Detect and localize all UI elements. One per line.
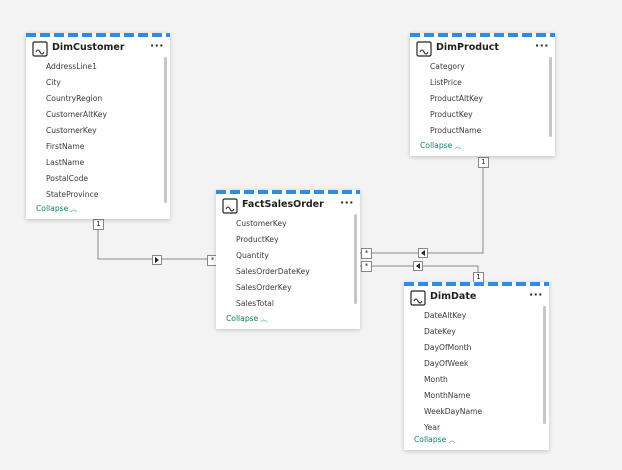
cardinality-many-product: * <box>361 248 372 259</box>
table-card-dimcustomer[interactable]: DimCustomer ··· AddressLine1 City Countr… <box>26 33 170 219</box>
field-item[interactable]: PostalCode <box>46 174 89 183</box>
field-item[interactable]: City <box>46 78 61 87</box>
more-options-icon[interactable]: ··· <box>339 196 354 209</box>
field-item[interactable]: CountryRegion <box>46 94 103 103</box>
more-options-icon[interactable]: ··· <box>149 39 164 52</box>
field-item[interactable]: Year <box>424 423 441 432</box>
table-header-accent <box>410 33 555 37</box>
collapse-button[interactable]: Collapse︿ <box>414 435 455 445</box>
field-item[interactable]: AddressLine1 <box>46 62 97 71</box>
relationship-line-customer <box>97 226 216 260</box>
scrollbar[interactable] <box>549 57 552 137</box>
field-item[interactable]: DayOfWeek <box>424 359 469 368</box>
scrollbar[interactable] <box>354 214 357 304</box>
chevron-up-icon: ︿ <box>260 315 268 323</box>
field-item[interactable]: ProductKey <box>430 110 473 119</box>
table-header[interactable]: FactSalesOrder ··· <box>216 196 360 218</box>
more-options-icon[interactable]: ··· <box>528 288 543 301</box>
table-header[interactable]: DimProduct ··· <box>410 39 555 61</box>
collapse-label: Collapse <box>226 314 259 323</box>
field-item[interactable]: DayOfMonth <box>424 343 472 352</box>
filter-direction-right-icon <box>152 255 162 265</box>
field-item[interactable]: Month <box>424 375 448 384</box>
collapse-label: Collapse <box>36 204 69 213</box>
table-title: DimDate <box>430 291 477 302</box>
chevron-up-icon: ︿ <box>70 205 78 213</box>
field-item[interactable]: CustomerKey <box>236 219 287 228</box>
scrollbar[interactable] <box>164 57 167 203</box>
table-header-accent <box>404 282 549 286</box>
field-item[interactable]: WeekDayName <box>424 407 483 416</box>
field-item[interactable]: ProductAltKey <box>430 94 483 103</box>
collapse-button[interactable]: Collapse︿ <box>36 204 77 214</box>
relationship-line-product <box>360 166 484 254</box>
field-item[interactable]: ListPrice <box>430 78 462 87</box>
filter-direction-left-icon <box>413 261 423 271</box>
field-item[interactable]: CustomerAltKey <box>46 110 107 119</box>
chevron-up-icon: ︿ <box>454 142 462 150</box>
field-item[interactable]: Category <box>430 62 465 71</box>
field-item[interactable]: StateProvince <box>46 190 99 199</box>
table-card-dimproduct[interactable]: DimProduct ··· Category ListPrice Produc… <box>410 33 555 156</box>
table-card-dimdate[interactable]: DimDate ··· DateAltKey DateKey DayOfMont… <box>404 282 549 450</box>
table-title: DimProduct <box>436 42 499 53</box>
collapse-label: Collapse <box>420 141 453 150</box>
chevron-up-icon: ︿ <box>448 436 456 444</box>
table-header[interactable]: DimCustomer ··· <box>26 39 170 61</box>
field-item[interactable]: SalesOrderDateKey <box>236 267 310 276</box>
scrollbar[interactable] <box>543 306 546 424</box>
table-header-accent <box>26 33 170 37</box>
field-item[interactable]: MonthName <box>424 391 471 400</box>
field-list: Category ListPrice ProductAltKey Product… <box>410 59 543 139</box>
table-header-accent <box>216 190 360 194</box>
field-list: DateAltKey DateKey DayOfMonth DayOfWeek … <box>404 308 537 432</box>
cardinality-one-customer: 1 <box>93 219 104 230</box>
field-item[interactable]: SalesTotal <box>236 299 274 308</box>
field-item[interactable]: DateKey <box>424 327 456 336</box>
table-title: FactSalesOrder <box>242 199 324 210</box>
field-item[interactable]: SalesOrderKey <box>236 283 292 292</box>
cardinality-many-date: * <box>361 261 372 272</box>
collapse-button[interactable]: Collapse︿ <box>226 314 267 324</box>
field-item[interactable]: FirstName <box>46 142 85 151</box>
field-item[interactable]: Quantity <box>236 251 269 260</box>
cardinality-one-product: 1 <box>478 157 489 168</box>
table-title: DimCustomer <box>52 42 125 53</box>
table-icon <box>222 198 238 214</box>
field-list: AddressLine1 City CountryRegion Customer… <box>26 59 158 203</box>
field-list: CustomerKey ProductKey Quantity SalesOrd… <box>216 216 348 312</box>
field-item[interactable]: ProductKey <box>236 235 279 244</box>
field-item[interactable]: ProductName <box>430 126 482 135</box>
collapse-label: Collapse <box>414 435 447 444</box>
table-icon <box>32 41 48 57</box>
table-icon <box>416 41 432 57</box>
field-item[interactable]: CustomerKey <box>46 126 97 135</box>
field-item[interactable]: LastName <box>46 158 85 167</box>
more-options-icon[interactable]: ··· <box>534 39 549 52</box>
table-card-factsalesorder[interactable]: FactSalesOrder ··· CustomerKey ProductKe… <box>216 190 360 329</box>
table-header[interactable]: DimDate ··· <box>404 288 549 310</box>
field-item[interactable]: DateAltKey <box>424 311 467 320</box>
table-icon <box>410 290 426 306</box>
filter-direction-left-icon <box>418 248 428 258</box>
collapse-button[interactable]: Collapse︿ <box>420 141 461 151</box>
